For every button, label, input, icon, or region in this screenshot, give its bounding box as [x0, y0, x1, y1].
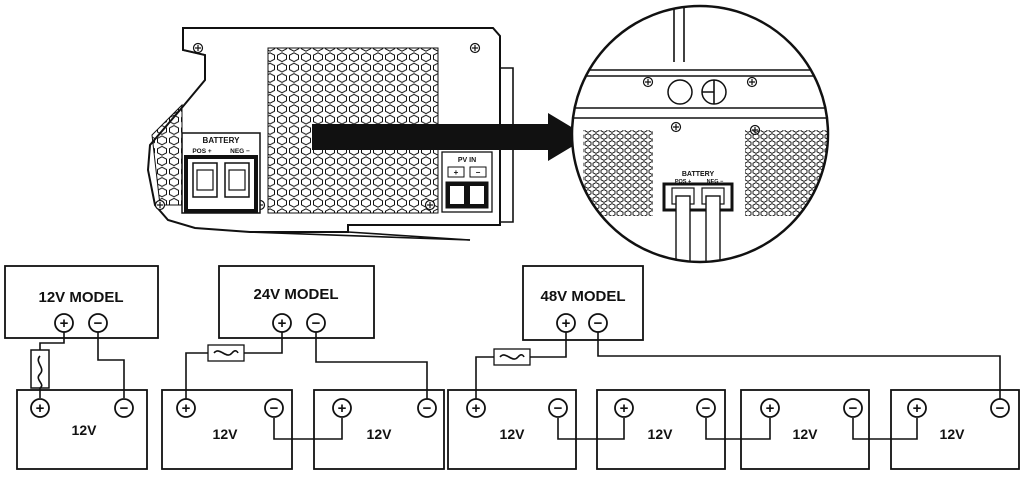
- negative-terminal-icon: −: [588, 313, 608, 333]
- svg-text:−: −: [270, 400, 279, 417]
- svg-text:+: +: [182, 400, 191, 417]
- positive-terminal-icon: +: [760, 398, 780, 418]
- zoom-battery-label: BATTERY: [682, 171, 715, 178]
- battery-label: BATTERY: [203, 136, 241, 145]
- positive-terminal-icon: +: [466, 398, 486, 418]
- zoom-arrow: [312, 113, 588, 161]
- negative-terminal-icon: −: [264, 398, 284, 418]
- svg-text:+: +: [454, 168, 459, 177]
- negative-terminal-icon: −: [548, 398, 568, 418]
- positive-terminal-icon: +: [272, 313, 292, 333]
- svg-text:−: −: [120, 400, 129, 417]
- negative-terminal-icon: −: [696, 398, 716, 418]
- positive-terminal-icon: +: [907, 398, 927, 418]
- svg-text:−: −: [594, 315, 603, 332]
- svg-text:−: −: [702, 400, 711, 417]
- battery-voltage-label: 12V: [500, 426, 526, 442]
- wiring: [30, 332, 1001, 440]
- svg-text:+: +: [60, 315, 69, 332]
- negative-terminal-icon: −: [843, 398, 863, 418]
- svg-text:+: +: [766, 400, 775, 417]
- pv-label: PV IN: [458, 157, 476, 164]
- zoom-pos-label: POS +: [675, 179, 691, 185]
- battery-voltage-label: 12V: [648, 426, 674, 442]
- negative-terminal-icon: −: [306, 313, 326, 333]
- positive-terminal-icon: +: [332, 398, 352, 418]
- svg-text:−: −: [849, 400, 858, 417]
- positive-terminal-icon: +: [54, 313, 74, 333]
- fuse: [207, 344, 245, 362]
- svg-text:+: +: [36, 400, 45, 417]
- negative-terminal-icon: −: [417, 398, 437, 418]
- model-12v: 12V MODEL: [4, 265, 159, 339]
- svg-text:−: −: [476, 168, 481, 177]
- svg-text:+: +: [338, 400, 347, 417]
- terminals: + − + − + − + − + − + − + − + − + − + −: [30, 313, 1010, 418]
- svg-text:+: +: [278, 315, 287, 332]
- fuse: [493, 348, 531, 366]
- svg-text:−: −: [312, 315, 321, 332]
- svg-text:+: +: [620, 400, 629, 417]
- model-48v: 48V MODEL: [522, 265, 644, 341]
- battery-voltage-label: 12V: [213, 426, 239, 442]
- battery-voltage-label: 12V: [793, 426, 819, 442]
- model-label: 12V MODEL: [38, 289, 123, 306]
- positive-terminal-icon: +: [176, 398, 196, 418]
- negative-terminal-icon: −: [114, 398, 134, 418]
- svg-text:−: −: [423, 400, 432, 417]
- svg-text:+: +: [472, 400, 481, 417]
- model-24v: 24V MODEL: [218, 265, 375, 339]
- battery-voltage-label: 12V: [72, 422, 98, 438]
- pv-terminal-block: PV IN + −: [441, 151, 493, 213]
- neg-label: NEG −: [230, 148, 250, 155]
- svg-text:−: −: [996, 400, 1005, 417]
- positive-terminal-icon: +: [614, 398, 634, 418]
- svg-text:−: −: [94, 315, 103, 332]
- battery-voltage-label: 12V: [367, 426, 393, 442]
- model-label: 48V MODEL: [540, 288, 625, 305]
- zoom-neg-label: NEG −: [707, 179, 724, 185]
- model-label: 24V MODEL: [253, 286, 338, 303]
- negative-terminal-icon: −: [990, 398, 1010, 418]
- battery-voltage-label: 12V: [940, 426, 966, 442]
- pos-label: POS +: [192, 148, 212, 155]
- positive-terminal-icon: +: [30, 398, 50, 418]
- zoom-detail: BATTERY POS + NEG −: [570, 4, 830, 264]
- svg-text:−: −: [554, 400, 563, 417]
- svg-text:+: +: [913, 400, 922, 417]
- positive-terminal-icon: +: [556, 313, 576, 333]
- negative-terminal-icon: −: [88, 313, 108, 333]
- battery-terminal-block: BATTERY POS + NEG −: [181, 132, 261, 214]
- svg-text:+: +: [562, 315, 571, 332]
